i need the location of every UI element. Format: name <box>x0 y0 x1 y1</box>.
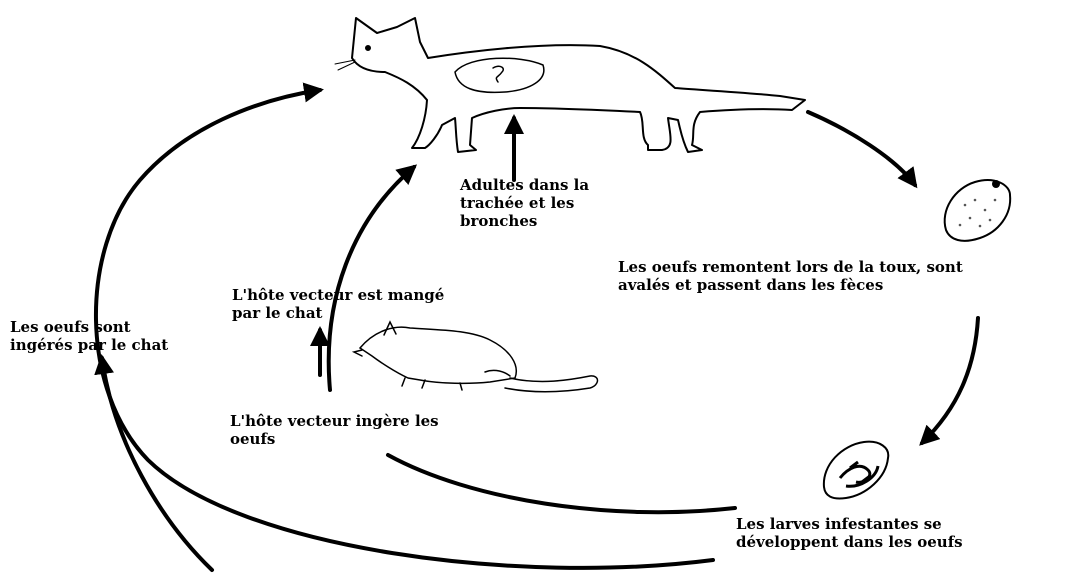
larvae-label: Les larves infestantes se développent da… <box>736 515 963 551</box>
egg-icon <box>945 180 1011 241</box>
rat-icon <box>354 322 598 392</box>
arrow-cat-to-egg <box>808 112 915 185</box>
eggs-cough-label: Les oeufs remontent lors de la toux, son… <box>618 258 963 294</box>
host-ingests-label: L'hôte vecteur ingère les oeufs <box>230 412 439 448</box>
cat-icon <box>335 18 805 152</box>
larva-egg-icon <box>824 442 888 499</box>
arrow-larva-to-host <box>388 455 735 512</box>
eggs-ingested-label: Les oeufs sont ingérés par le chat <box>10 318 168 354</box>
arrow-egg-to-larva <box>922 318 978 443</box>
arrow-host-to-cat <box>329 167 414 390</box>
adults-label: Adultes dans la trachée et les bronches <box>460 176 589 230</box>
host-eaten-label: L'hôte vecteur est mangé par le chat <box>232 286 444 322</box>
arrow-larva-to-cat-outer <box>96 90 713 568</box>
arrow-egg-ingested <box>102 358 212 570</box>
